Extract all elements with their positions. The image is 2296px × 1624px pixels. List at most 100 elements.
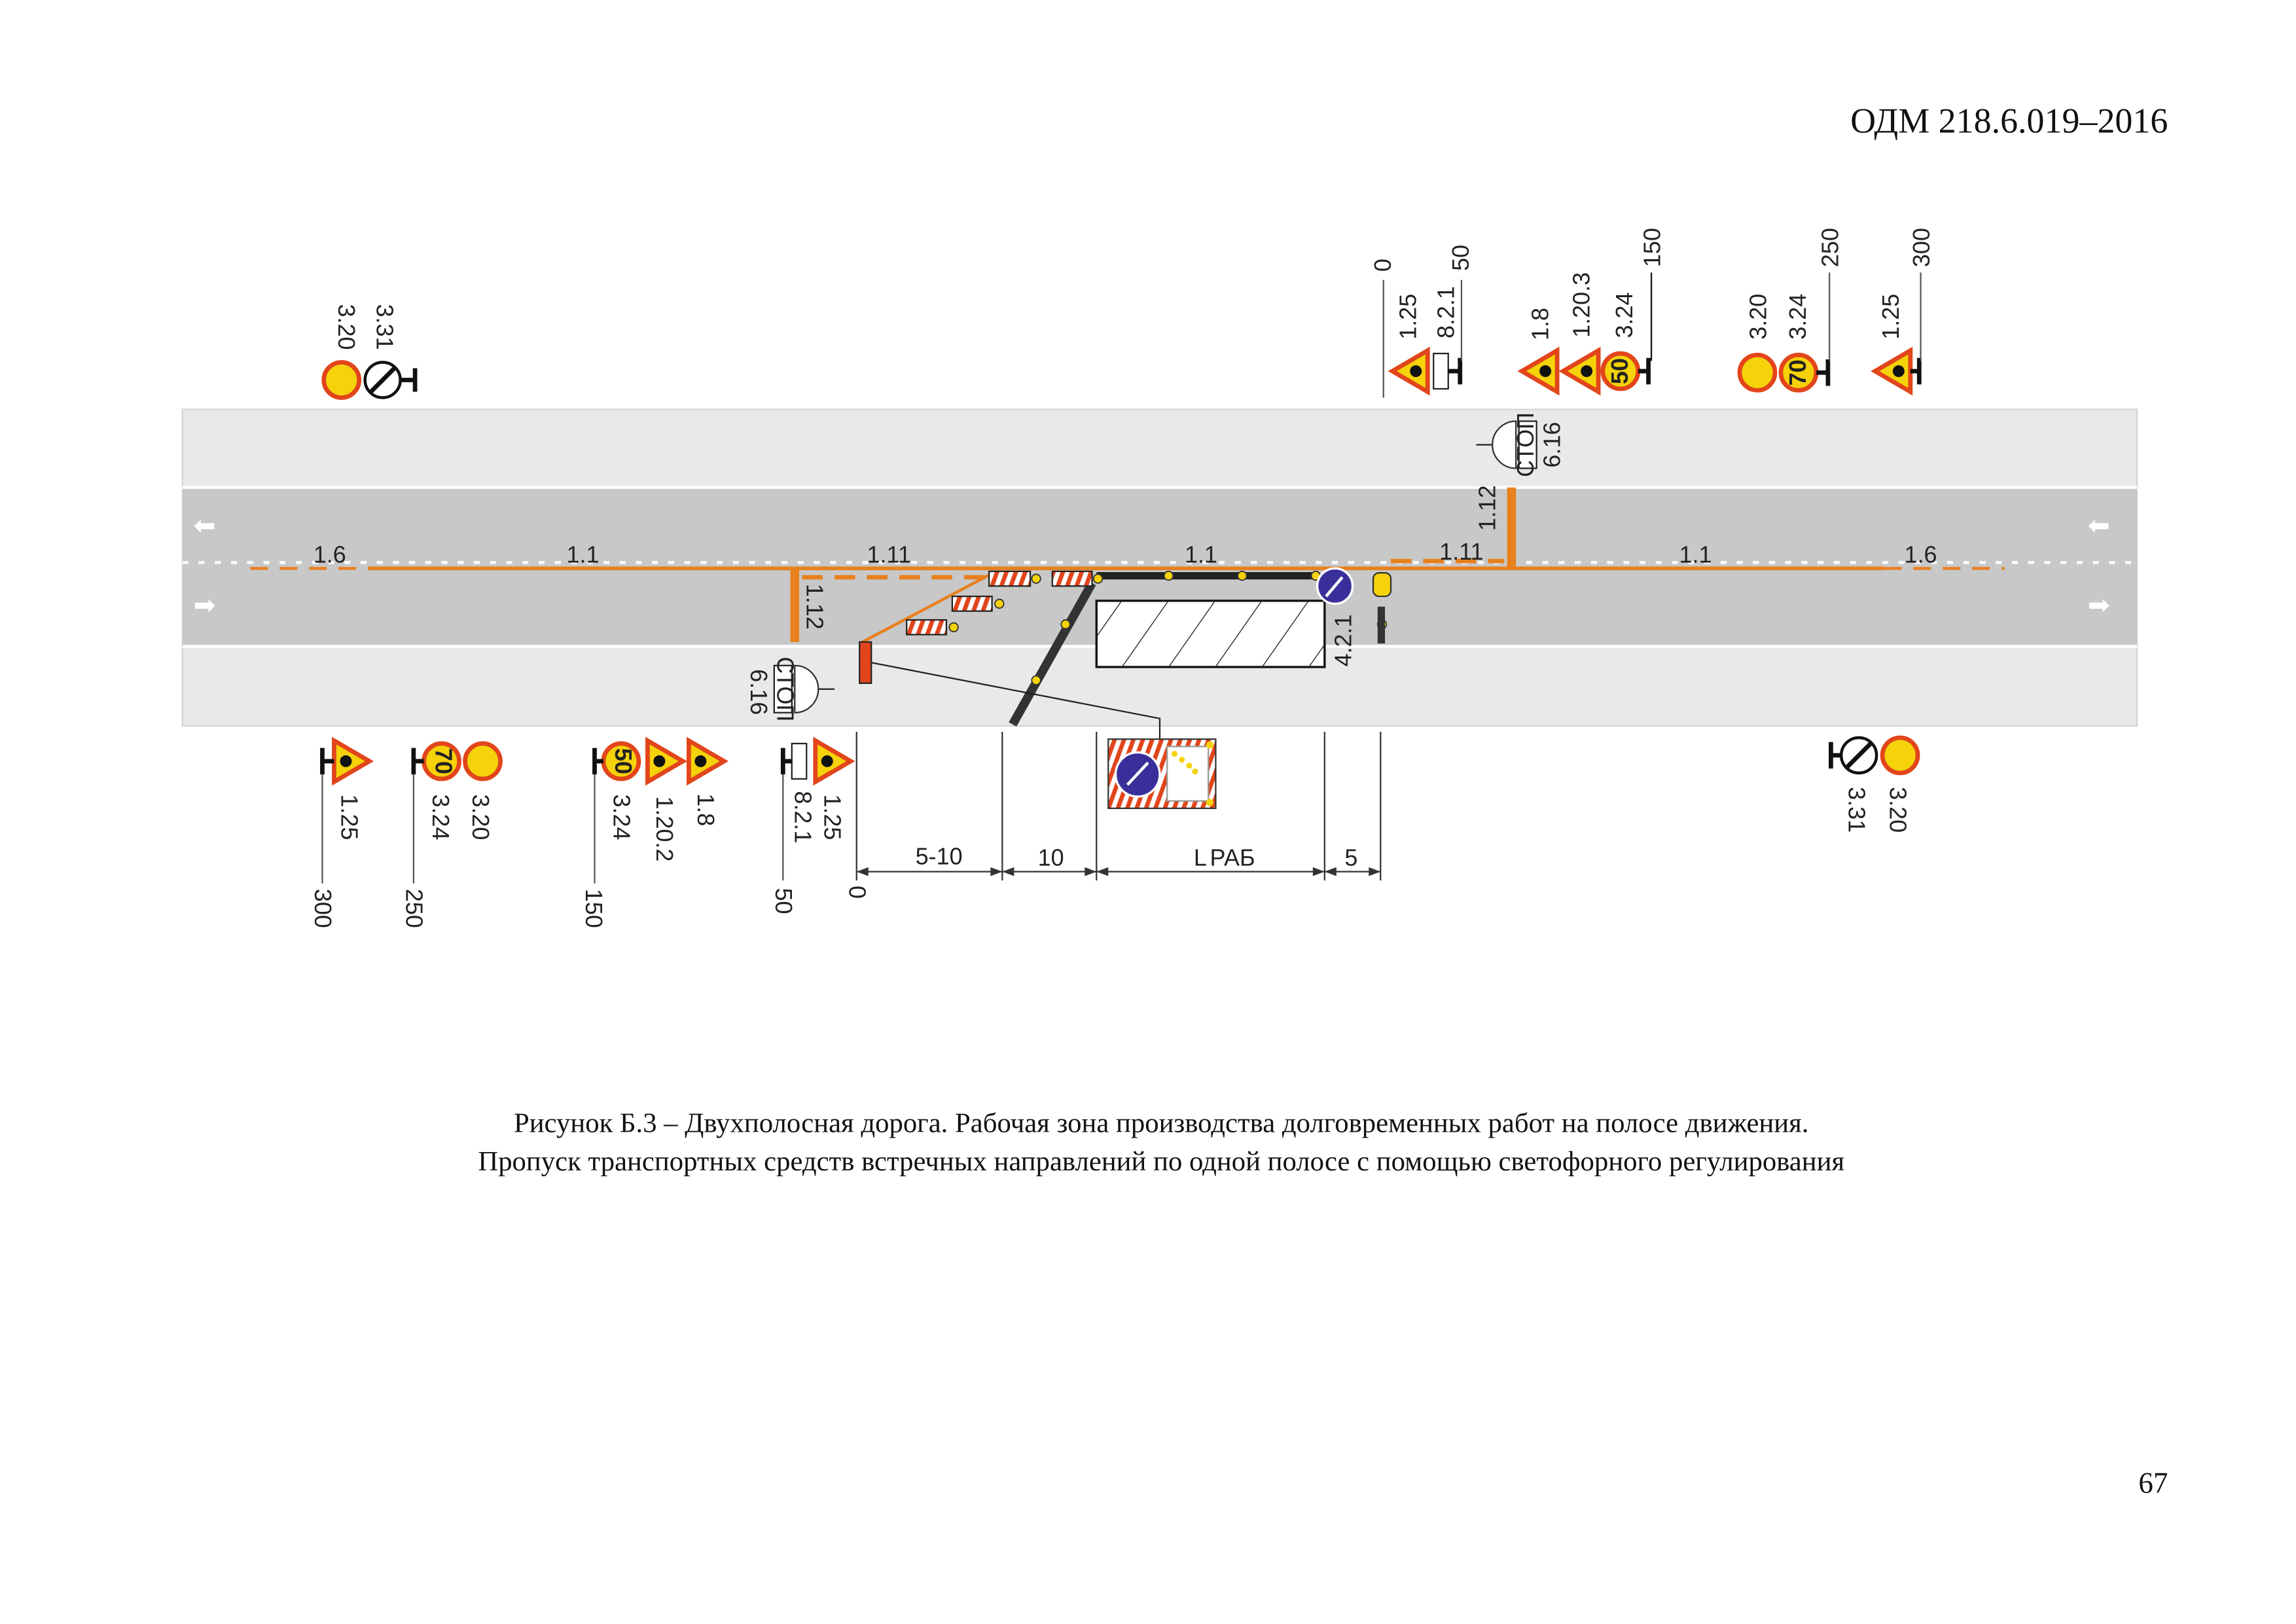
distance-label: 0 bbox=[1369, 259, 1396, 272]
lane-arrow-left-icon: ⬅ bbox=[194, 511, 216, 541]
sign-label: 3.20 bbox=[467, 794, 494, 840]
sign-label: 1.20.3 bbox=[1568, 272, 1595, 338]
sign-group-bottom-5: 3.31 3.20 bbox=[1829, 738, 1918, 833]
lane-arrow-left-icon: ⬅ bbox=[2088, 511, 2110, 541]
dimension-label: 5 bbox=[1344, 844, 1357, 871]
barrier-diagonal bbox=[1009, 581, 1096, 727]
sign-label: 4.2.1 bbox=[1329, 615, 1356, 667]
sign-label: 1.20.2 bbox=[651, 796, 678, 861]
sign-label: 3.24 bbox=[1611, 293, 1638, 338]
roadworks-sign-icon bbox=[816, 740, 851, 782]
marking-label: 1.6 bbox=[314, 541, 346, 568]
distance-label: 50 bbox=[770, 888, 797, 914]
sign-label: 3.24 bbox=[1784, 294, 1811, 340]
marking-label: 1.11 bbox=[867, 541, 911, 568]
traffic-light-icon bbox=[859, 641, 872, 684]
traffic-light-warning-sign-icon bbox=[1522, 351, 1557, 392]
no-overtaking-end-sign-icon bbox=[324, 363, 359, 398]
sign-label: 3.24 bbox=[609, 794, 636, 840]
distance-label: 150 bbox=[1639, 228, 1666, 267]
road-narrows-sign-icon bbox=[1563, 351, 1598, 392]
lane-arrow-right-icon: ➡ bbox=[194, 590, 216, 620]
no-overtaking-sign-icon bbox=[465, 744, 501, 779]
marking-label: 1.1 bbox=[1679, 541, 1712, 568]
traffic-light-cable bbox=[871, 662, 1161, 740]
sign-label: 1.25 bbox=[819, 794, 846, 840]
mobile-signal-board bbox=[1107, 738, 1217, 810]
road-narrows-sign-icon bbox=[647, 740, 683, 782]
distance-label: 150 bbox=[581, 889, 607, 928]
striped-barrier bbox=[951, 595, 993, 612]
dimension-lines bbox=[855, 731, 1382, 881]
sign-group-top-2: 1.25 8.2.1 bbox=[1382, 280, 1463, 398]
traffic-light-warning-sign-icon bbox=[689, 740, 724, 782]
sign-label: 8.2.1 bbox=[1433, 286, 1460, 338]
dimension-arrows bbox=[856, 867, 1381, 876]
speed-value: 50 bbox=[610, 748, 637, 774]
page-number: 67 bbox=[2138, 1467, 2168, 1500]
no-overtaking-sign-icon bbox=[1740, 355, 1775, 390]
sign-label: 1.8 bbox=[692, 793, 719, 826]
sign-group-top-5: 1.25 bbox=[1875, 272, 1922, 392]
sign-group-bottom-4: 1.25 8.2.1 bbox=[780, 740, 851, 881]
end-restrictions-sign-icon bbox=[365, 363, 401, 398]
sign-label: 1.25 bbox=[1877, 294, 1904, 340]
distance-label: 250 bbox=[401, 889, 428, 928]
sign-group-bottom-1: 1.25 bbox=[320, 740, 369, 884]
dimension-label: L bbox=[1194, 844, 1207, 871]
sign-group-top-3: 50 1.8 1.20.3 3.24 bbox=[1522, 272, 1653, 392]
speed-value: 70 bbox=[1784, 359, 1811, 386]
sign-label: 1.25 bbox=[1394, 294, 1421, 340]
keep-right-arrow bbox=[1325, 576, 1344, 598]
marking-label: 1.1 bbox=[566, 541, 599, 568]
striped-barrier bbox=[906, 619, 948, 636]
dimension-label-subscript: РАБ bbox=[1210, 844, 1255, 871]
lane-arrow-right-icon: ➡ bbox=[2088, 590, 2110, 620]
striped-barrier bbox=[1051, 570, 1093, 587]
marking-label: 1.12 bbox=[1474, 485, 1501, 531]
sign-label: 3.20 bbox=[1884, 787, 1911, 833]
speed-value: 70 bbox=[431, 748, 457, 774]
marking-label: 1.6 bbox=[1905, 541, 1937, 568]
striped-barrier bbox=[988, 570, 1031, 587]
roadworks-sign-icon bbox=[334, 740, 369, 782]
marking-label: 1.11 bbox=[1439, 538, 1483, 565]
sign-label: 3.20 bbox=[1744, 294, 1771, 340]
distance-label: 50 bbox=[1447, 245, 1474, 271]
sign-label: 3.20 bbox=[333, 304, 360, 350]
sign-label: 1.25 bbox=[336, 794, 363, 840]
sign-group-bottom-2: 70 3.24 3.20 bbox=[411, 744, 501, 884]
marking-label: 1.12 bbox=[801, 584, 828, 630]
distance-label: 300 bbox=[310, 889, 336, 928]
plate-8-2-1-icon bbox=[1433, 352, 1449, 390]
figure-caption-line-1: Рисунок Б.3 – Двухполосная дорога. Рабоч… bbox=[514, 1108, 1809, 1139]
marking-label: 1.1 bbox=[1185, 541, 1217, 568]
stop-word: СТОП bbox=[772, 657, 798, 721]
sign-group-bottom-3: 50 3.24 1.20.2 1.8 bbox=[592, 740, 724, 884]
sign-label: 6.16 bbox=[745, 669, 772, 715]
dimension-label: 10 bbox=[1038, 844, 1064, 871]
stop-line-right bbox=[1507, 487, 1516, 569]
distance-label: 0 bbox=[844, 886, 871, 899]
dimension-label: 5-10 bbox=[916, 842, 963, 869]
stop-sign-6-16-bottom: СТОП 6.16 bbox=[745, 657, 835, 721]
speed-value: 50 bbox=[1606, 358, 1633, 384]
sign-group-top-1: 3.20 3.31 bbox=[324, 304, 418, 398]
road: ⬅ ➡ ⬅ ➡ bbox=[181, 408, 2138, 727]
warning-lamps bbox=[948, 570, 1388, 685]
flashing-light-icon bbox=[1372, 571, 1392, 598]
stop-sign-6-16-top: СТОП 6.16 bbox=[1476, 412, 1566, 477]
taper-marking bbox=[861, 573, 992, 643]
sign-label: 3.24 bbox=[427, 794, 454, 840]
sign-label: 3.31 bbox=[1843, 787, 1870, 833]
sign-label: 3.31 bbox=[372, 304, 399, 350]
no-overtaking-end-sign-icon bbox=[1882, 738, 1918, 773]
sign-label: 8.2.1 bbox=[789, 791, 816, 843]
hatching bbox=[1096, 600, 1325, 668]
document-code: ОДМ 218.6.019–2016 bbox=[1850, 101, 2168, 141]
roadworks-sign-icon bbox=[1875, 351, 1910, 392]
sign-group-top-4: 70 3.20 3.24 bbox=[1740, 272, 1831, 390]
distance-label: 300 bbox=[1908, 228, 1935, 267]
